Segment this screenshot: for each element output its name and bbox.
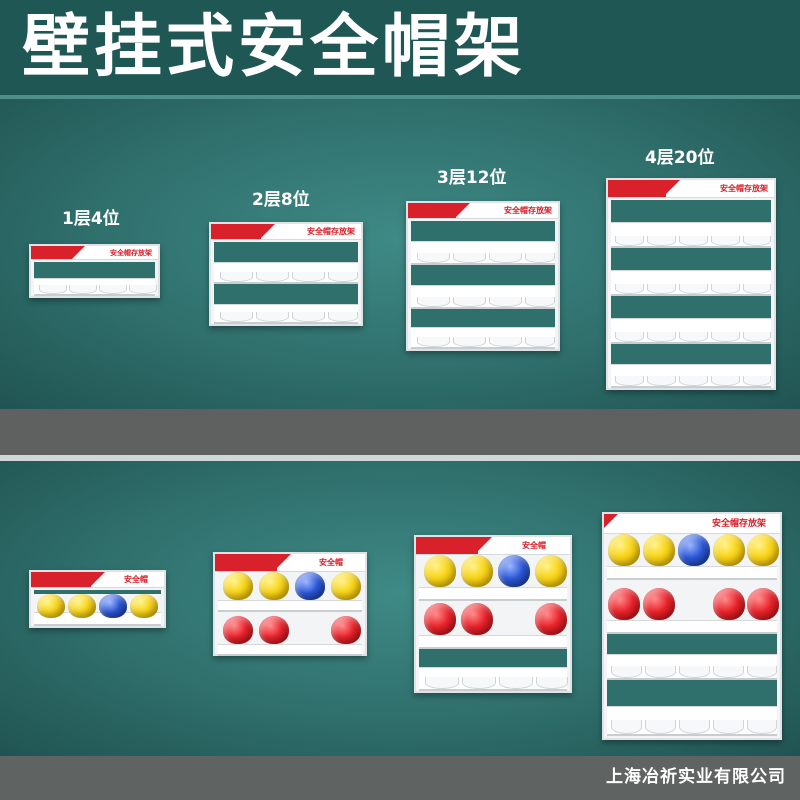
rack-3-tier-loaded: 安全帽 [414, 535, 572, 693]
helmet-red [747, 588, 779, 620]
rack-plate-text: 安全帽存放架 [711, 519, 766, 529]
rack-shelf [411, 327, 555, 349]
helmet-red [461, 603, 493, 635]
company-name: 上海冶祈实业有限公司 [606, 767, 786, 787]
rack-label-1: 1层4位 [62, 209, 120, 229]
rack-shelf [34, 278, 157, 296]
rack-header-plate: 安全帽存放架 [211, 224, 361, 240]
rack-plate-text: 安全帽存放架 [720, 184, 768, 193]
rack-shelf [419, 587, 567, 601]
rack-shelf [607, 620, 777, 634]
rack-shelf [214, 304, 358, 324]
rack-shelf [607, 566, 777, 580]
helmet-yellow [259, 572, 289, 600]
helmet-red [643, 588, 675, 620]
rack-header-plate: 安全帽 [215, 554, 365, 572]
helmet-yellow [535, 555, 567, 587]
helmet-red [535, 603, 567, 635]
rack-1-tier-empty: 安全帽存放架 [29, 244, 160, 298]
rack-shelf [607, 654, 777, 680]
rack-1-tier-loaded: 安全帽 [29, 570, 166, 628]
rack-header-plate: 安全帽存放架 [408, 203, 558, 219]
rack-4-tier-loaded: 安全帽存放架 [602, 512, 782, 740]
rack-header-plate: 安全帽存放架 [604, 514, 780, 534]
rack-shelf [607, 706, 777, 736]
rack-shelf [218, 600, 362, 612]
helmet-yellow [461, 555, 493, 587]
rack-plate-text: 安全帽存放架 [110, 249, 152, 257]
rack-shelf [214, 262, 358, 284]
section-divider-line [0, 455, 800, 461]
page-title: 壁挂式安全帽架 [22, 8, 527, 87]
rack-header-plate: 安全帽存放架 [608, 180, 774, 198]
helmet-blue [678, 534, 710, 566]
helmet-blue [498, 555, 530, 587]
rack-header-plate: 安全帽 [416, 537, 570, 555]
section-divider-band [0, 409, 800, 455]
helmet-yellow [37, 594, 65, 618]
helmet-yellow [713, 534, 745, 566]
rack-2-tier-empty: 安全帽存放架 [209, 222, 363, 326]
rack-header-plate: 安全帽存放架 [31, 246, 158, 260]
rack-shelf [611, 364, 771, 388]
rack-shelf [419, 667, 568, 691]
helmet-red [424, 603, 456, 635]
helmet-blue [295, 572, 325, 600]
rack-label-4: 4层20位 [645, 148, 715, 168]
helmet-red [331, 616, 361, 644]
rack-plate-text: 安全帽 [124, 575, 148, 584]
footer-band [0, 756, 800, 800]
rack-label-2: 2层8位 [252, 190, 310, 210]
helmet-yellow [424, 555, 456, 587]
rack-2-tier-loaded: 安全帽 [213, 552, 367, 656]
rack-shelf [611, 270, 771, 296]
helmet-red [259, 616, 289, 644]
helmet-yellow [331, 572, 361, 600]
header-divider [0, 95, 800, 99]
helmet-yellow [608, 534, 640, 566]
rack-shelf [218, 644, 362, 656]
rack-plate-text: 安全帽存放架 [307, 227, 355, 236]
rack-shelf [411, 241, 555, 265]
rack-shelf [34, 612, 161, 626]
rack-shelf [611, 222, 771, 248]
rack-4-tier-empty: 安全帽存放架 [606, 178, 776, 390]
helmet-yellow [747, 534, 779, 566]
helmet-yellow [68, 594, 96, 618]
header-banner: 壁挂式安全帽架 [0, 0, 800, 95]
rack-3-tier-empty: 安全帽存放架 [406, 201, 560, 351]
rack-plate-text: 安全帽存放架 [504, 206, 552, 215]
helmet-yellow [223, 572, 253, 600]
rack-shelf [411, 285, 555, 309]
rack-plate-text: 安全帽 [319, 558, 343, 567]
rack-header-plate: 安全帽 [31, 572, 164, 588]
helmet-yellow [643, 534, 675, 566]
rack-shelf [611, 318, 771, 344]
rack-label-3: 3层12位 [437, 168, 507, 188]
rack-shelf [419, 635, 567, 649]
helmet-red [713, 588, 745, 620]
rack-plate-text: 安全帽 [522, 541, 546, 550]
helmet-red [608, 588, 640, 620]
helmet-blue [99, 594, 127, 618]
helmet-red [223, 616, 253, 644]
helmet-yellow [130, 594, 158, 618]
